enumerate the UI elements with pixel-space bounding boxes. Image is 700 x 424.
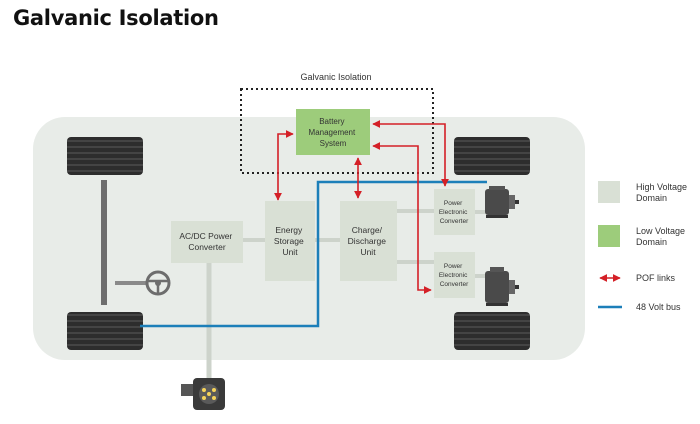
electric-motor-top-icon [485,186,519,218]
pof-link-bms-converter-top [372,120,449,187]
legend-low-voltage-label: Low Voltage Domain [636,226,688,247]
power-converter-bottom-block [434,252,475,298]
legend: High Voltage Domain Low Voltage Domain P… [598,181,690,312]
page-title: Galvanic Isolation [13,6,219,30]
pof-link-bms-converter-bottom [372,142,432,294]
energy-storage-block [265,201,315,281]
pof-links [274,120,449,294]
galvanic-isolation-label: Galvanic Isolation [300,72,371,82]
charging-plug-icon [181,378,225,410]
legend-pof-label: POF links [636,273,676,283]
steering-wheel-icon [145,270,171,296]
legend-bus-label: 48 Volt bus [636,302,681,312]
bms-label: Battery Management System [309,117,358,148]
legend-high-voltage-swatch [598,181,620,203]
tire-front-right-icon [454,137,530,175]
galvanic-isolation-boundary [240,88,434,174]
acdc-converter-block [171,221,243,263]
bms-block [296,109,370,155]
tire-rear-right-icon [454,312,530,350]
charge-discharge-label: Charge/ Discharge Unit [348,225,389,257]
tire-rear-left-icon [67,312,143,350]
tire-front-left-icon [67,137,143,175]
power-converter-top-label: Power Electronic Converter [439,200,469,225]
acdc-converter-label: AC/DC Power Converter [179,231,234,252]
power-converter-bottom-label: Power Electronic Converter [439,263,469,288]
legend-low-voltage-swatch [598,225,620,247]
electric-motor-bottom-icon [485,267,519,306]
pof-link-bms-storage [274,130,294,201]
legend-high-voltage-label: High Voltage Domain [636,182,690,203]
energy-storage-label: Energy Storage Unit [274,225,306,257]
power-converter-top-block [434,189,475,235]
